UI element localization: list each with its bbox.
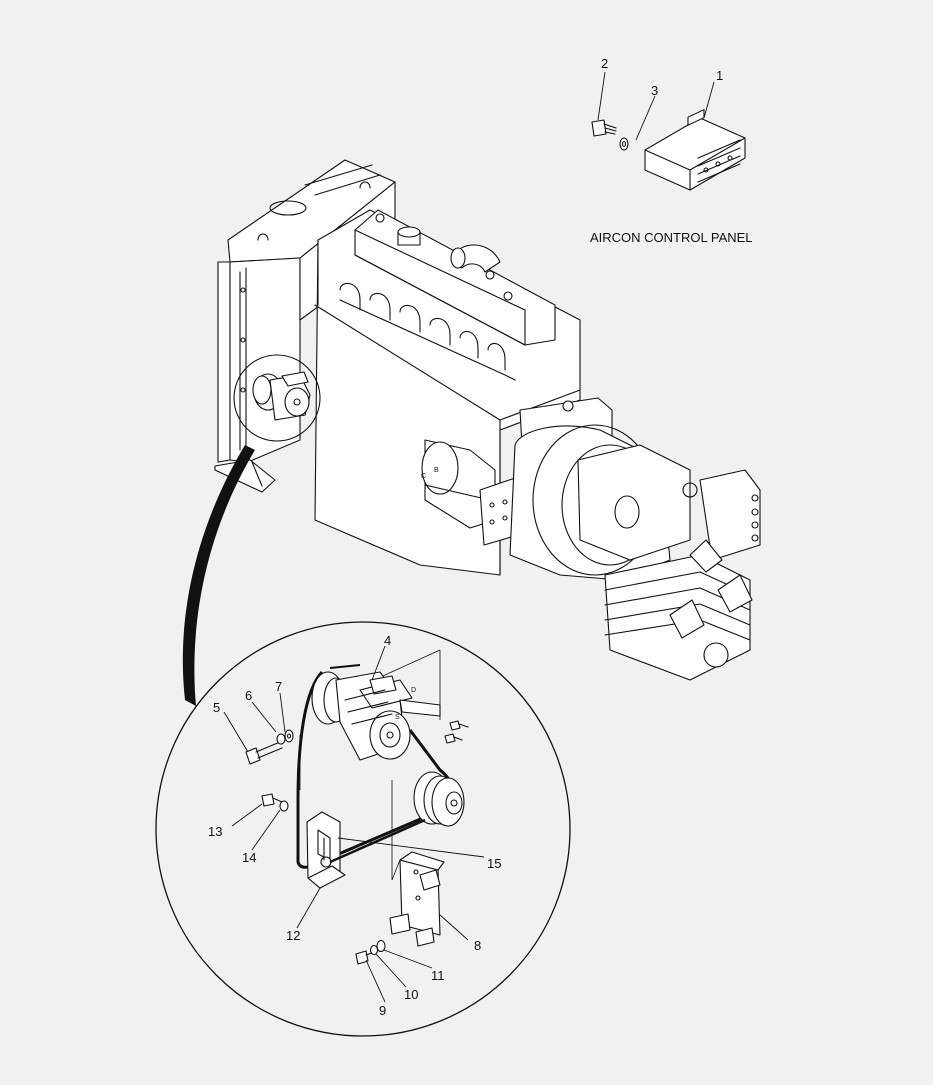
aircon-control-panel: AIRCON CONTROL PANEL bbox=[590, 109, 753, 245]
callout-15: 15 bbox=[487, 856, 501, 871]
callout-9: 9 bbox=[379, 1003, 386, 1018]
detail-circle bbox=[155, 621, 571, 1037]
detail-view: D S bbox=[245, 649, 469, 965]
engine-block: C B bbox=[314, 209, 581, 576]
sub-label-s: S bbox=[395, 714, 400, 721]
callout-10: 10 bbox=[404, 987, 418, 1002]
detail-connector bbox=[182, 445, 255, 706]
callout-4: 4 bbox=[384, 633, 391, 648]
transmission bbox=[509, 397, 761, 681]
callout-14: 14 bbox=[242, 850, 256, 865]
callout-6: 6 bbox=[245, 688, 252, 703]
callout-8: 8 bbox=[474, 938, 481, 953]
callout-1: 1 bbox=[716, 68, 723, 83]
sub-label-c: C bbox=[421, 473, 426, 480]
detail-focus-circle bbox=[233, 354, 321, 442]
tension-bracket bbox=[306, 811, 346, 889]
callout-12: 12 bbox=[286, 928, 300, 943]
sub-label-d: D bbox=[411, 687, 416, 694]
callout-13: 13 bbox=[208, 824, 222, 839]
callout-5: 5 bbox=[213, 700, 220, 715]
callout-numbers: 1 2 3 4 5 6 7 8 9 10 11 12 13 14 15 bbox=[208, 56, 723, 1018]
crank-pulley bbox=[413, 771, 465, 827]
caption-aircon-control-panel: AIRCON CONTROL PANEL bbox=[590, 230, 753, 245]
callout-3: 3 bbox=[651, 83, 658, 98]
engine-assembly: C B bbox=[214, 159, 761, 681]
sub-label-b: B bbox=[434, 467, 439, 474]
callout-7: 7 bbox=[275, 679, 282, 694]
compressor-on-engine bbox=[252, 371, 311, 421]
callout-2: 2 bbox=[601, 56, 608, 71]
compressor: D S bbox=[311, 671, 441, 761]
callout-11: 11 bbox=[431, 968, 445, 983]
leader-lines bbox=[223, 71, 715, 1003]
support-plate bbox=[389, 851, 445, 947]
